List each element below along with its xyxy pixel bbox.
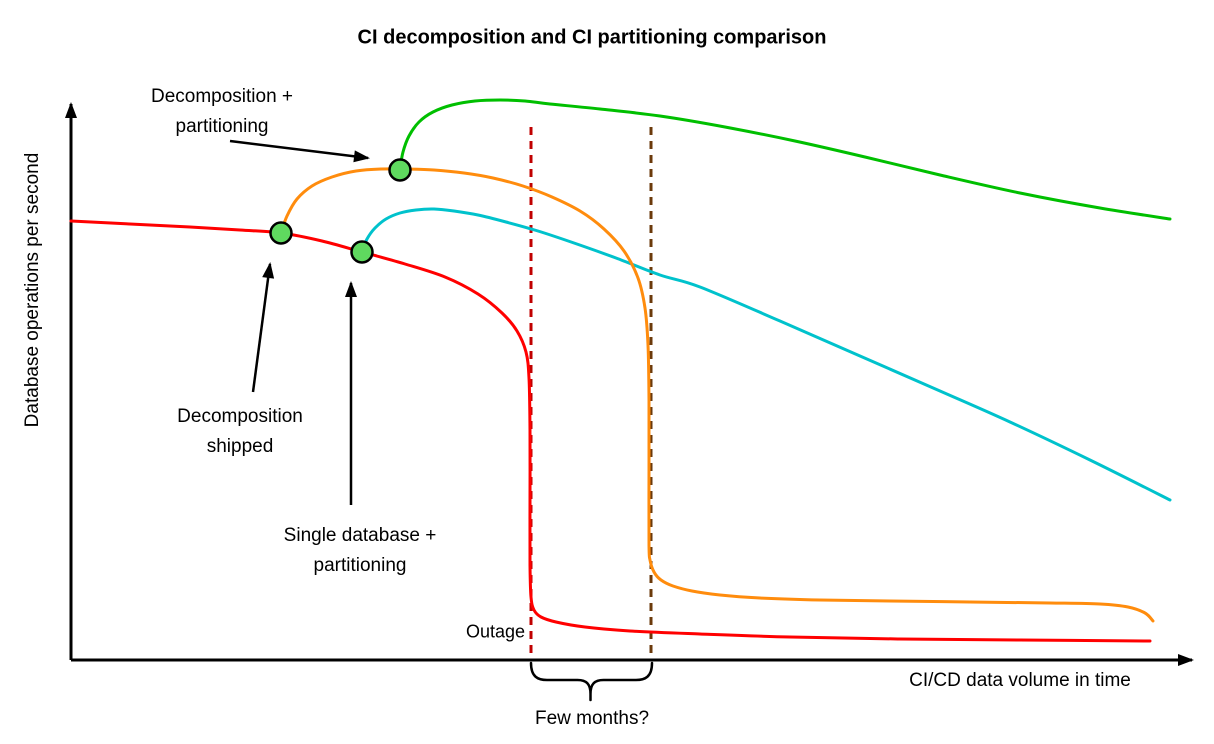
branch-marker [350, 240, 374, 264]
branch-marker [269, 221, 293, 245]
arrow-to-decomposition-partitioning [229, 139, 370, 163]
outage-label: Outage [465, 621, 525, 642]
curve-decomposition-plus-partitioning [398, 98, 1172, 221]
curve-single-database-plus-partitioning [360, 207, 1172, 502]
annotation-line: partitioning [313, 555, 407, 576]
annotation-line: Decomposition + [150, 86, 294, 107]
annotation-decomposition-shipped: Decomposition shipped [177, 402, 303, 462]
curve-decomposition-shipped [279, 167, 1155, 623]
annotation-decomposition-partitioning: Decomposition + partitioning [151, 82, 293, 142]
annotation-line: Decomposition [177, 406, 303, 427]
few-months-label: Few months? [534, 708, 650, 729]
x-axis-label: CI/CD data volume in time [909, 670, 1131, 691]
y-axis-label: Database operations per second [22, 152, 43, 428]
annotation-line: partitioning [175, 116, 269, 137]
arrow-to-decomposition-shipped [251, 262, 275, 393]
annotation-line: Single database + [283, 525, 437, 546]
few-months-brace [529, 661, 654, 702]
chart-title: CI decomposition and CI partitioning com… [357, 26, 827, 49]
annotation-line: shipped [206, 436, 274, 457]
branch-marker [388, 158, 412, 182]
annotation-single-db-partitioning: Single database + partitioning [284, 521, 437, 581]
curve-single-database [69, 219, 1152, 643]
